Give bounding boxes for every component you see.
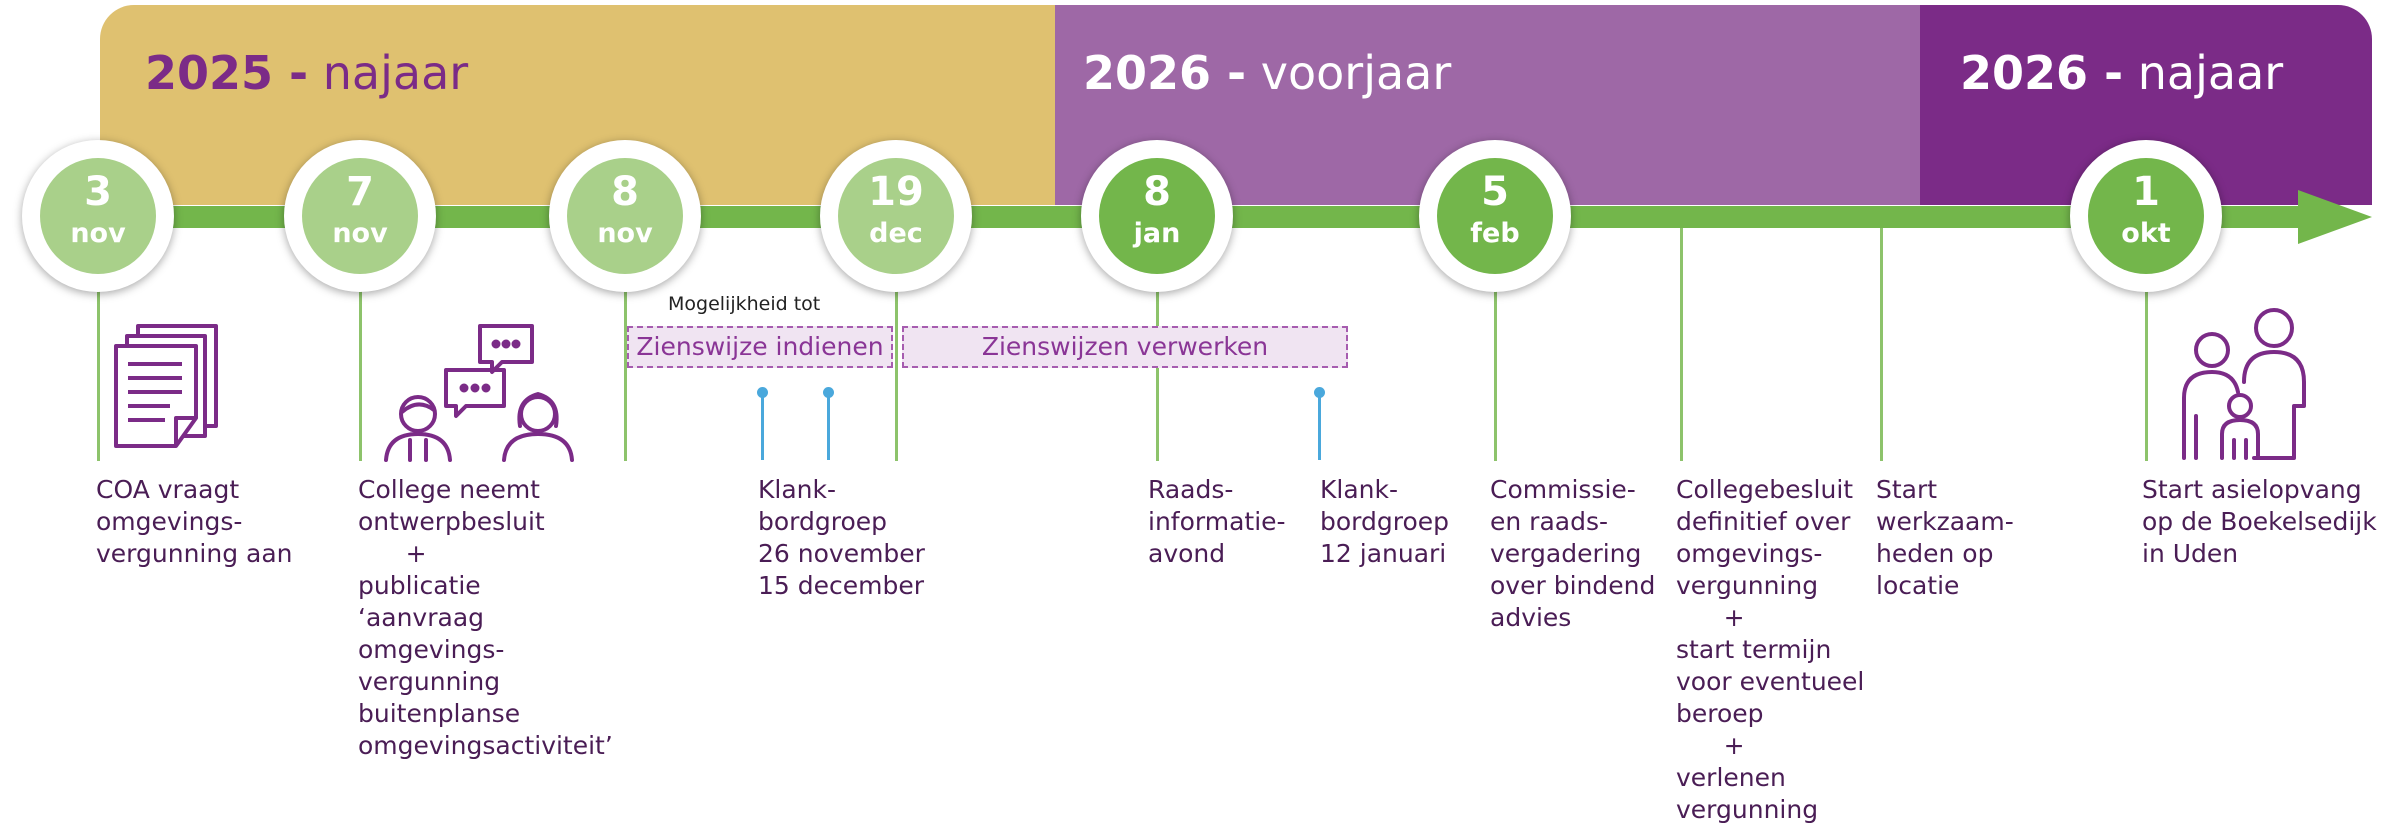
event-klankbordgroep-1: Klank-bordgroep 26 november 15 december xyxy=(758,474,925,602)
event-commissie-raadsvergadering: Commissie-en raads-vergadering over binde… xyxy=(1490,474,1655,634)
event-line: vergunning xyxy=(1676,795,1819,824)
event-line: heden op xyxy=(1876,539,1994,568)
event-line: bordgroep xyxy=(758,507,888,536)
event-line: ontwerpbesluit xyxy=(358,507,545,536)
event-line: 15 december xyxy=(758,571,925,600)
event-line: ‘aanvraag xyxy=(358,603,485,632)
event-line: voor eventueel xyxy=(1676,667,1865,696)
pin-head xyxy=(823,387,834,398)
event-line: omgevings- xyxy=(96,507,243,536)
connector-line xyxy=(2145,285,2148,461)
event-line: Start xyxy=(1876,475,1938,504)
connector-line xyxy=(1156,285,1159,461)
event-ontwerpbesluit: College neemt ontwerpbesluit + publicatie ‘… xyxy=(358,474,613,762)
event-line: definitief over xyxy=(1676,507,1851,536)
conversation-people-icon xyxy=(384,324,574,462)
event-line: buitenplanse xyxy=(358,699,521,728)
event-line: Klank- xyxy=(1320,475,1399,504)
connector-line xyxy=(359,285,362,461)
event-line: Start asielopvang xyxy=(2142,475,2362,504)
event-line: omgevings- xyxy=(1676,539,1823,568)
event-line: vergunning xyxy=(1676,571,1819,600)
event-line: bordgroep xyxy=(1320,507,1450,536)
event-line: start termijn xyxy=(1676,635,1832,664)
klankbordgroep-pin xyxy=(823,387,834,460)
event-line: verlenen xyxy=(1676,763,1786,792)
event-start-werkzaamheden: Start werkzaam-heden op locatie xyxy=(1876,474,2014,602)
event-line: College neemt xyxy=(358,475,540,504)
connector-line xyxy=(895,285,898,461)
event-line: Raads- xyxy=(1148,475,1234,504)
event-line: + xyxy=(1676,731,1745,760)
event-line: advies xyxy=(1490,603,1572,632)
event-klankbordgroep-2: Klank-bordgroep 12 januari xyxy=(1320,474,1449,570)
event-line: op de Boekelsedijk xyxy=(2142,507,2377,536)
event-start-asielopvang: Start asielopvang op de Boekelsedijk in Ud… xyxy=(2142,474,2377,570)
event-line: in Uden xyxy=(2142,539,2239,568)
event-line: informatie- xyxy=(1148,507,1286,536)
period-label-2025-najaar: 2025 - najaar xyxy=(145,46,469,100)
period-label-2026-najaar: 2026 - najaar xyxy=(1960,46,2284,100)
event-line: en raads- xyxy=(1490,507,1609,536)
event-line: over bindend xyxy=(1490,571,1656,600)
phase-zienswijzen-verwerken: Zienswijzen verwerken xyxy=(902,326,1348,368)
connector-line xyxy=(1880,228,1883,461)
event-line: locatie xyxy=(1876,571,1960,600)
event-line: COA vraagt xyxy=(96,475,240,504)
family-icon xyxy=(2182,308,2306,460)
document-icon xyxy=(114,324,218,448)
event-line: Collegebesluit xyxy=(1676,475,1854,504)
event-line: omgevingsactiviteit’ xyxy=(358,731,613,760)
period-label-2026-voorjaar: 2026 - voorjaar xyxy=(1083,46,1452,100)
phase-note: Mogelijkheid tot xyxy=(668,293,821,315)
event-line: avond xyxy=(1148,539,1226,568)
phase-zienswijze-indienen: Zienswijze indienen xyxy=(627,326,893,368)
klankbordgroep-pin xyxy=(1314,387,1325,460)
pin-head xyxy=(1314,387,1325,398)
event-line: beroep xyxy=(1676,699,1764,728)
event-line: omgevings- xyxy=(358,635,505,664)
event-collegebesluit: Collegebesluit definitief over omgevings-v… xyxy=(1676,474,1864,826)
event-line: vergunning xyxy=(358,667,501,696)
event-raadsinformatieavond: Raads-informatie-avond xyxy=(1148,474,1286,570)
event-line: vergadering xyxy=(1490,539,1642,568)
event-line: + xyxy=(358,539,427,568)
connector-line xyxy=(1494,285,1497,461)
connector-line xyxy=(624,285,627,461)
connector-line xyxy=(1680,228,1683,461)
event-line: Commissie- xyxy=(1490,475,1636,504)
event-line: werkzaam- xyxy=(1876,507,2014,536)
event-line: Klank- xyxy=(758,475,837,504)
event-line: + xyxy=(1676,603,1745,632)
event-coa-aanvraag: COA vraagt omgevings-vergunning aan xyxy=(96,474,293,570)
event-line: 12 januari xyxy=(1320,539,1447,568)
event-line: 26 november xyxy=(758,539,925,568)
connector-line xyxy=(97,285,100,461)
timeline-arrowhead xyxy=(2298,190,2372,244)
event-line: publicatie xyxy=(358,571,481,600)
pin-head xyxy=(757,387,768,398)
event-line: vergunning aan xyxy=(96,539,293,568)
klankbordgroep-pin xyxy=(757,387,768,460)
